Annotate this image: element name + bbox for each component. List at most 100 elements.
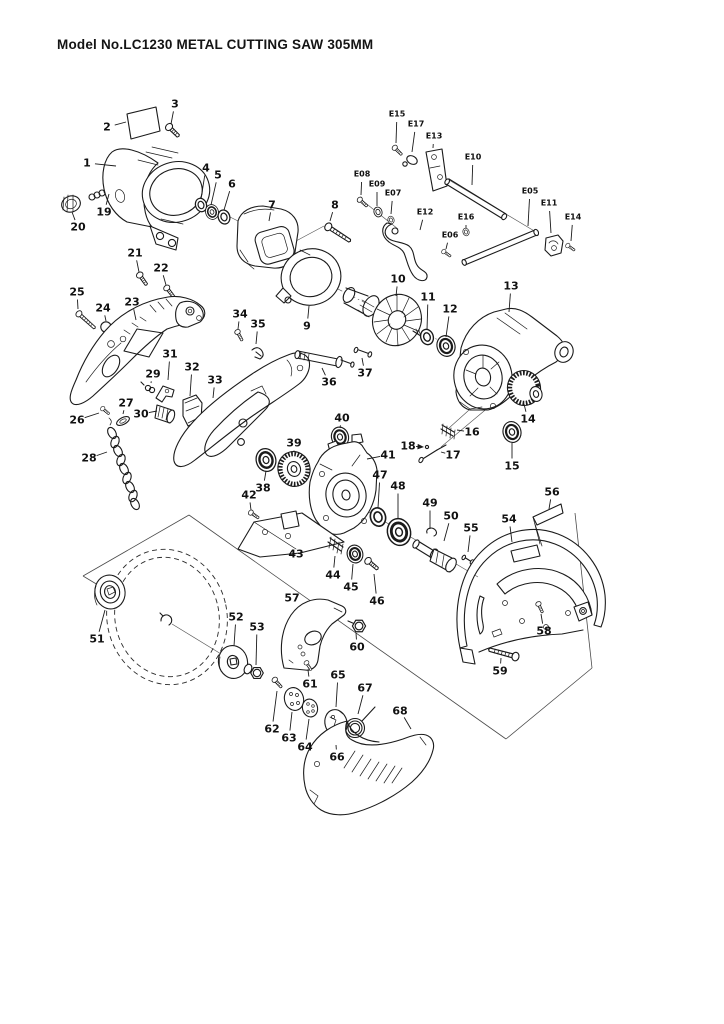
- svg-text:24: 24: [95, 302, 111, 315]
- svg-text:E08: E08: [354, 170, 371, 179]
- svg-text:11: 11: [420, 291, 435, 304]
- svg-text:43: 43: [288, 548, 303, 561]
- part-e08-bolt-drawing: [355, 195, 370, 209]
- part-29-spring-drawing: [140, 381, 156, 394]
- part-63-plate-drawing: [283, 687, 305, 711]
- part-label-49: 49: [422, 497, 438, 529]
- part-e17-ring-drawing: [402, 155, 418, 167]
- part-57-safety-cover-plate-drawing: [280, 598, 347, 671]
- part-label-35: 35: [250, 318, 266, 345]
- part-34-screw-drawing: [233, 328, 246, 343]
- part-28-chain-drawing: [107, 426, 140, 511]
- part-label-40: 40: [334, 412, 350, 429]
- part-label-E07: E07: [385, 189, 402, 215]
- part-label-33: 33: [207, 374, 223, 399]
- svg-text:55: 55: [463, 522, 478, 535]
- svg-text:E10: E10: [465, 153, 482, 162]
- part-label-17: 17: [440, 449, 461, 462]
- svg-text:14: 14: [520, 413, 536, 426]
- svg-text:19: 19: [96, 206, 111, 219]
- svg-text:30: 30: [133, 408, 149, 421]
- svg-text:3: 3: [171, 98, 179, 111]
- part-53-hex-bolt-drawing: [243, 663, 264, 680]
- svg-text:49: 49: [422, 497, 437, 510]
- svg-text:17: 17: [445, 449, 460, 462]
- svg-text:23: 23: [124, 296, 139, 309]
- svg-text:2: 2: [103, 121, 111, 134]
- svg-text:E05: E05: [522, 187, 539, 196]
- svg-text:42: 42: [241, 489, 256, 502]
- part-43-bracket-plate-drawing: [237, 510, 345, 558]
- part-36-spindle-drawing: [294, 350, 355, 369]
- part-26-screw-drawing: [99, 405, 112, 426]
- part-48-bearing-drawing: [383, 514, 415, 550]
- part-label-52: 52: [228, 611, 244, 647]
- part-label-13: 13: [503, 280, 519, 313]
- part-label-E12: E12: [417, 208, 434, 231]
- part-label-51: 51: [89, 609, 106, 646]
- part-label-15: 15: [504, 443, 520, 473]
- part-label-63: 63: [281, 711, 297, 745]
- part-label-32: 32: [184, 361, 200, 397]
- svg-text:4: 4: [202, 162, 210, 175]
- part-label-E13: E13: [426, 132, 443, 149]
- part-label-25: 25: [69, 286, 85, 310]
- svg-text:E07: E07: [385, 189, 402, 198]
- part-label-50: 50: [443, 510, 459, 542]
- svg-text:44: 44: [325, 569, 341, 582]
- part-39-gear-drawing: [277, 451, 311, 487]
- part-51-inner-flange-drawing: [94, 574, 126, 610]
- svg-text:52: 52: [228, 611, 243, 624]
- svg-text:13: 13: [503, 280, 518, 293]
- part-56-label-flag-drawing: [532, 503, 564, 547]
- svg-text:65: 65: [330, 669, 345, 682]
- part-label-E14: E14: [565, 213, 582, 242]
- svg-text:64: 64: [297, 741, 313, 754]
- part-e12-lever-drawing: [382, 222, 428, 282]
- part-label-41: 41: [366, 449, 396, 462]
- part-label-3: 3: [170, 98, 179, 125]
- part-label-2: 2: [103, 121, 127, 134]
- part-label-30: 30: [133, 408, 158, 421]
- svg-text:37: 37: [357, 367, 372, 380]
- svg-text:32: 32: [184, 361, 199, 374]
- svg-text:E14: E14: [565, 213, 582, 222]
- part-3-screw-drawing: [163, 121, 183, 140]
- part-label-14: 14: [520, 403, 536, 426]
- part-label-56: 56: [544, 486, 560, 510]
- part-17-pin-drawing: [418, 444, 447, 464]
- part-35-clip-drawing: [251, 347, 264, 360]
- svg-text:29: 29: [145, 368, 160, 381]
- svg-text:50: 50: [443, 510, 459, 523]
- part-60-hex-bolt-drawing: [347, 619, 367, 633]
- part-label-62: 62: [264, 690, 280, 736]
- svg-text:46: 46: [369, 595, 385, 608]
- part-label-20: 20: [70, 211, 86, 234]
- part-25-screw-drawing: [74, 309, 98, 332]
- part-38-bearing-drawing: [252, 445, 280, 475]
- part-label-64: 64: [297, 718, 313, 754]
- svg-text:58: 58: [536, 625, 551, 638]
- svg-text:E13: E13: [426, 132, 443, 141]
- svg-text:62: 62: [264, 723, 279, 736]
- part-e15-screw-drawing: [390, 143, 405, 158]
- part-47-washer-drawing: [367, 505, 389, 529]
- part-label-21: 21: [127, 247, 143, 273]
- part-59-bolt-drawing: [486, 644, 521, 663]
- svg-text:E12: E12: [417, 208, 434, 217]
- part-30-roller-drawing: [154, 404, 176, 424]
- svg-text:67: 67: [357, 682, 372, 695]
- svg-text:31: 31: [162, 348, 177, 361]
- part-label-10: 10: [390, 273, 406, 297]
- svg-text:5: 5: [214, 169, 222, 182]
- svg-text:1: 1: [83, 157, 91, 170]
- part-label-18: 18: [400, 440, 424, 453]
- svg-text:25: 25: [69, 286, 84, 299]
- part-7-stator-drawing: [236, 205, 299, 270]
- svg-text:35: 35: [250, 318, 265, 331]
- part-label-E17: E17: [408, 120, 424, 153]
- svg-text:E09: E09: [369, 180, 386, 189]
- part-2-name-plate-drawing: [126, 106, 161, 140]
- svg-text:20: 20: [70, 221, 86, 234]
